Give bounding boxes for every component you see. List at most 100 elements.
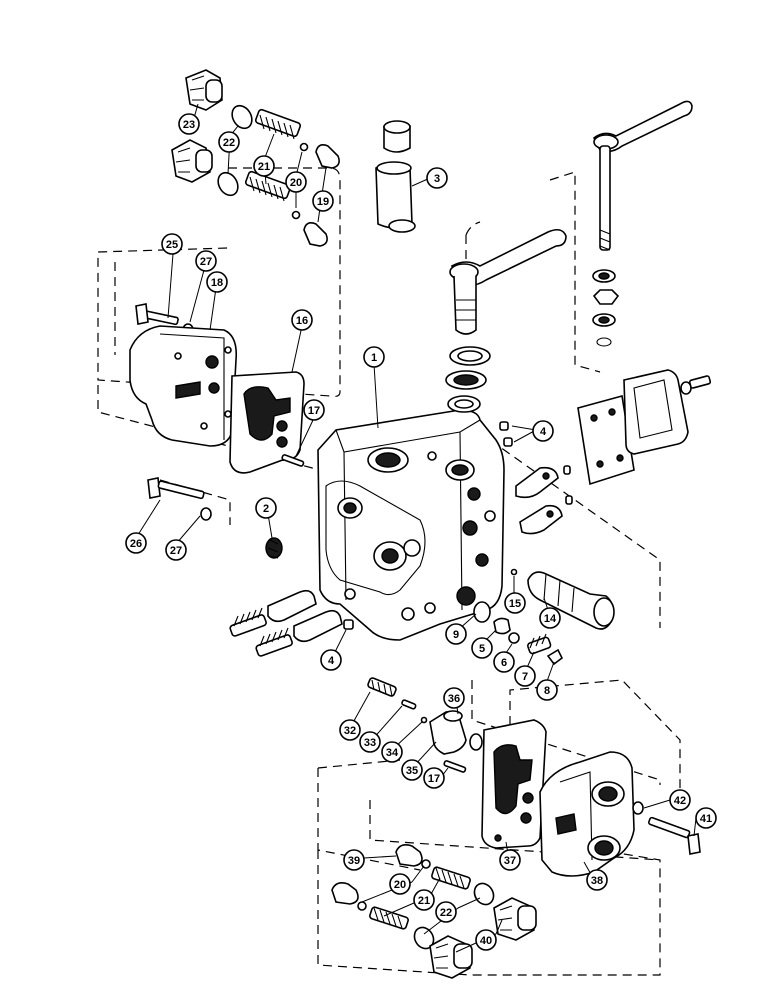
callout-21-upper: 21 [253, 155, 275, 177]
svg-text:20: 20 [394, 879, 406, 891]
fitting-40-lower [429, 935, 473, 979]
relief-valve-group-upper [171, 69, 340, 247]
poppet-39-lower [331, 882, 359, 905]
pin-33 [401, 699, 417, 710]
svg-text:42: 42 [674, 795, 686, 807]
svg-text:4: 4 [328, 655, 335, 667]
svg-text:5: 5 [479, 643, 485, 655]
control-lever-group [445, 100, 693, 535]
spring-21-lower [244, 170, 292, 202]
plug-4-upper-b [503, 437, 513, 447]
svg-text:9: 9 [453, 629, 459, 641]
callout-17-upper: 17 [303, 399, 325, 421]
svg-text:8: 8 [544, 685, 550, 697]
svg-text:18: 18 [211, 277, 223, 289]
svg-text:27: 27 [170, 545, 182, 557]
o-ring-3 [388, 219, 416, 233]
callout-18: 18 [206, 271, 228, 293]
svg-text:33: 33 [364, 737, 376, 749]
svg-text:17: 17 [308, 405, 320, 417]
bolt-26-group [147, 477, 212, 521]
svg-text:2: 2 [263, 503, 269, 515]
svg-text:32: 32 [344, 725, 356, 737]
fitting-40-upper [493, 897, 537, 941]
callout-22-lower: 22 [435, 901, 457, 923]
lower-valve-parts [367, 677, 483, 773]
spring-32 [367, 677, 397, 697]
ball-20-lower [291, 210, 301, 220]
callout-17-lower: 17 [423, 767, 445, 789]
ball-6 [508, 632, 520, 644]
assembly-guide-lines [97, 167, 681, 976]
svg-text:27: 27 [200, 256, 212, 268]
o-ring-22-lower [217, 171, 239, 197]
cover-plate-right [623, 369, 689, 455]
relief-valve-group-lower [331, 844, 537, 979]
svg-text:40: 40 [480, 935, 492, 947]
callout-20-upper: 20 [285, 171, 307, 193]
callout-4-upper: 4 [532, 420, 554, 442]
svg-text:15: 15 [509, 598, 521, 610]
spool-14-group [510, 568, 615, 630]
svg-text:22: 22 [440, 907, 452, 919]
spring-7 [526, 633, 552, 655]
o-ring-9 [473, 601, 491, 623]
svg-text:23: 23 [183, 119, 195, 131]
poppet-39-upper [395, 844, 423, 867]
seat-5 [493, 617, 511, 635]
svg-text:36: 36 [448, 693, 460, 705]
callout-42: 42 [669, 789, 691, 811]
callout-22-upper: 22 [218, 131, 240, 153]
right-cover-group [577, 369, 712, 486]
callout-6: 6 [493, 651, 515, 673]
spring-21-upper [254, 108, 302, 140]
callout-21-lower: 21 [413, 889, 435, 911]
callout-20-lower: 20 [389, 873, 411, 895]
svg-text:41: 41 [700, 813, 712, 825]
callout-19: 19 [312, 190, 334, 212]
svg-text:21: 21 [418, 895, 430, 907]
svg-text:3: 3 [434, 173, 440, 185]
fitting-23-upper [185, 69, 223, 111]
spring-21-lower-b [369, 906, 409, 930]
svg-text:6: 6 [501, 657, 507, 669]
plug-4-lower [343, 619, 354, 630]
callout-4-lower: 4 [320, 649, 342, 671]
poppet-19-lower [303, 222, 328, 247]
callout-25: 25 [161, 233, 183, 255]
svg-text:1: 1 [371, 352, 377, 364]
o-ring-22-upper [231, 104, 253, 130]
callout-35: 35 [401, 759, 423, 781]
o-ring-36 [469, 733, 483, 751]
svg-text:19: 19 [317, 196, 329, 208]
svg-text:25: 25 [166, 239, 178, 251]
callout-26: 26 [125, 532, 147, 554]
svg-text:4: 4 [540, 426, 547, 438]
retainer-8 [546, 648, 564, 666]
callout-37: 37 [499, 849, 521, 871]
o-ring-22-lower-a [473, 882, 495, 906]
callout-8: 8 [536, 679, 558, 701]
svg-text:7: 7 [522, 671, 528, 683]
svg-text:34: 34 [386, 747, 399, 759]
bolt-25 [135, 303, 179, 326]
ball-20-upper [299, 142, 309, 152]
callout-40: 40 [475, 929, 497, 951]
callout-9: 9 [445, 623, 467, 645]
callout-39: 39 [343, 849, 365, 871]
poppet-19-upper [315, 144, 340, 169]
lower-cover-group [481, 719, 701, 877]
pin-17-upper [281, 454, 305, 467]
callout-33: 33 [359, 731, 381, 753]
callout-3: 3 [426, 167, 448, 189]
svg-text:16: 16 [296, 315, 308, 327]
callout-36: 36 [443, 687, 465, 709]
washer-42 [632, 801, 644, 815]
spring-21-lower-a [431, 866, 471, 890]
callout-16: 16 [291, 309, 313, 331]
callout-2: 2 [255, 497, 277, 519]
svg-text:35: 35 [406, 765, 418, 777]
callout-27-lower: 27 [165, 539, 187, 561]
washer-27-lower [200, 507, 212, 521]
callout-41: 41 [695, 807, 717, 829]
